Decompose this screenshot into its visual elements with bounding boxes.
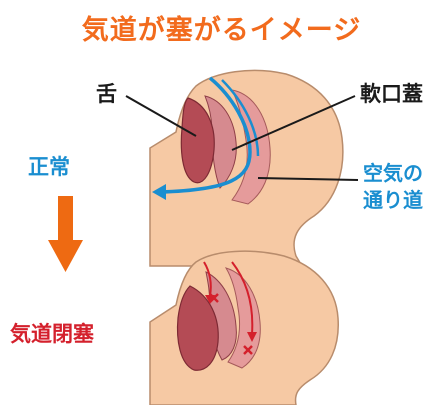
leader-airway: [257, 177, 359, 181]
tongue-obstructed: [176, 285, 219, 371]
label-airway-line2: 通り道: [363, 188, 423, 212]
label-airway: 空気の 通り道: [363, 160, 423, 214]
x-mark-icon: [209, 293, 219, 303]
head-obstructed: [149, 250, 339, 405]
label-tongue: 舌: [96, 82, 117, 106]
soft-palate-normal: [204, 95, 237, 189]
label-soft-palate: 軟口蓋: [360, 82, 423, 106]
page-title: 気道が塞がるイメージ: [81, 15, 362, 46]
blocked-flow-arrow-2: [231, 261, 254, 335]
label-obstructed: 気道閉塞: [10, 322, 94, 346]
leader-soft-palate: [231, 95, 356, 151]
x-mark-icon: [243, 345, 253, 355]
blocked-flow-arrow-1: [203, 261, 212, 297]
pharynx-tissue-obstructed: [224, 267, 261, 369]
tongue-normal: [180, 97, 215, 184]
airway-arrowhead: [152, 184, 166, 200]
label-normal: 正常: [28, 155, 70, 179]
leader-tongue: [125, 95, 197, 137]
blocked-flow-arrowhead-2: [247, 332, 257, 342]
airway-arrow-path: [159, 76, 252, 194]
head-normal: [149, 69, 344, 267]
label-airway-line1: 空気の: [363, 161, 423, 185]
down-arrow-icon: [48, 196, 83, 272]
airway-arrow-path-secondary: [221, 79, 260, 157]
